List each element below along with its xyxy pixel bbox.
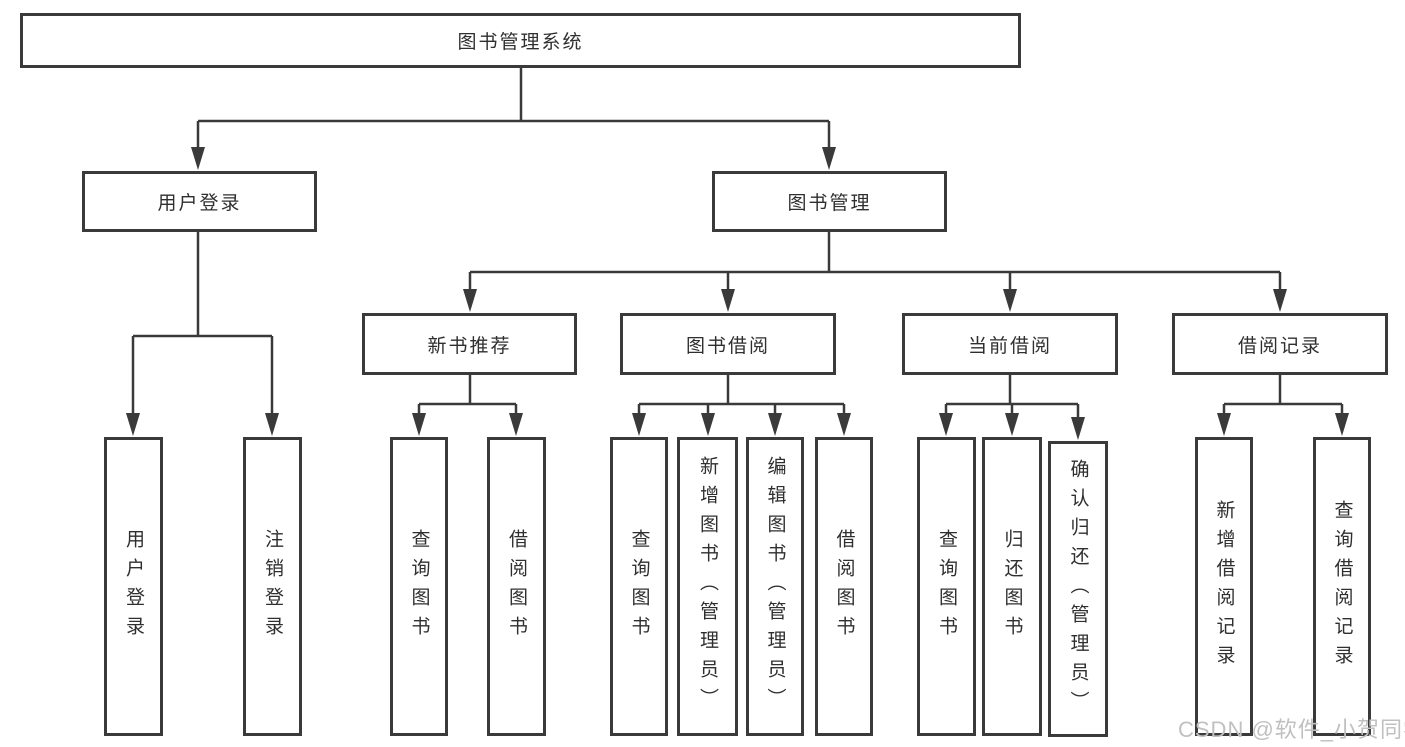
arrowhead-icons <box>126 147 1349 440</box>
node-label: 新增图书（管理员） <box>697 456 718 717</box>
node-label: 新增借阅记录 <box>1213 499 1235 674</box>
leaf-borrow-books: 借阅图书 <box>815 437 873 736</box>
node-borrow-records: 借阅记录 <box>1172 313 1388 375</box>
node-label: 图书管理系统 <box>457 32 584 53</box>
leaf-confirm-return-admin: 确认归还（管理员） <box>1048 441 1108 737</box>
node-label: 注销登录 <box>262 528 283 645</box>
node-label: 新书推荐 <box>427 335 512 357</box>
node-book-borrowing: 图书借阅 <box>620 313 836 375</box>
node-root-system: 图书管理系统 <box>20 13 1021 68</box>
node-label: 借阅记录 <box>1237 335 1322 357</box>
leaf-query-borrow-record: 查询借阅记录 <box>1313 437 1371 736</box>
node-label: 图书管理 <box>787 193 872 214</box>
node-current-borrowing: 当前借阅 <box>902 313 1118 375</box>
csdn-watermark: CSDN @软件_小贺同学 <box>1178 717 1405 742</box>
leaf-user-login: 用户登录 <box>104 437 163 736</box>
node-label: 图书借阅 <box>685 335 770 357</box>
leaf-borrow-books: 借阅图书 <box>487 437 546 736</box>
leaf-query-books: 查询图书 <box>390 437 448 736</box>
node-label: 查询图书 <box>628 528 650 645</box>
node-new-book-recommend: 新书推荐 <box>362 313 577 375</box>
node-label: 查询借阅记录 <box>1331 499 1353 674</box>
node-label: 编辑图书（管理员） <box>764 456 786 717</box>
leaf-add-borrow-record: 新增借阅记录 <box>1195 437 1253 736</box>
node-label: 借阅图书 <box>833 528 855 645</box>
leaf-logout: 注销登录 <box>243 437 302 736</box>
node-label: 借阅图书 <box>506 528 527 645</box>
node-label: 确认归还（管理员） <box>1067 458 1089 720</box>
node-label: 用户登录 <box>157 193 242 214</box>
node-book-management: 图书管理 <box>712 171 947 232</box>
node-label: 查询图书 <box>408 528 430 645</box>
leaf-query-books: 查询图书 <box>610 437 668 736</box>
node-label: 查询图书 <box>936 528 957 645</box>
node-label: 当前借阅 <box>967 335 1052 357</box>
leaf-return-books: 归还图书 <box>982 437 1042 736</box>
leaf-query-books: 查询图书 <box>917 437 976 736</box>
node-label: 用户登录 <box>123 528 144 645</box>
node-label: 归还图书 <box>1001 528 1023 645</box>
node-user-login: 用户登录 <box>82 171 317 232</box>
leaf-add-books-admin: 新增图书（管理员） <box>677 437 738 736</box>
leaf-edit-books-admin: 编辑图书（管理员） <box>746 437 804 736</box>
